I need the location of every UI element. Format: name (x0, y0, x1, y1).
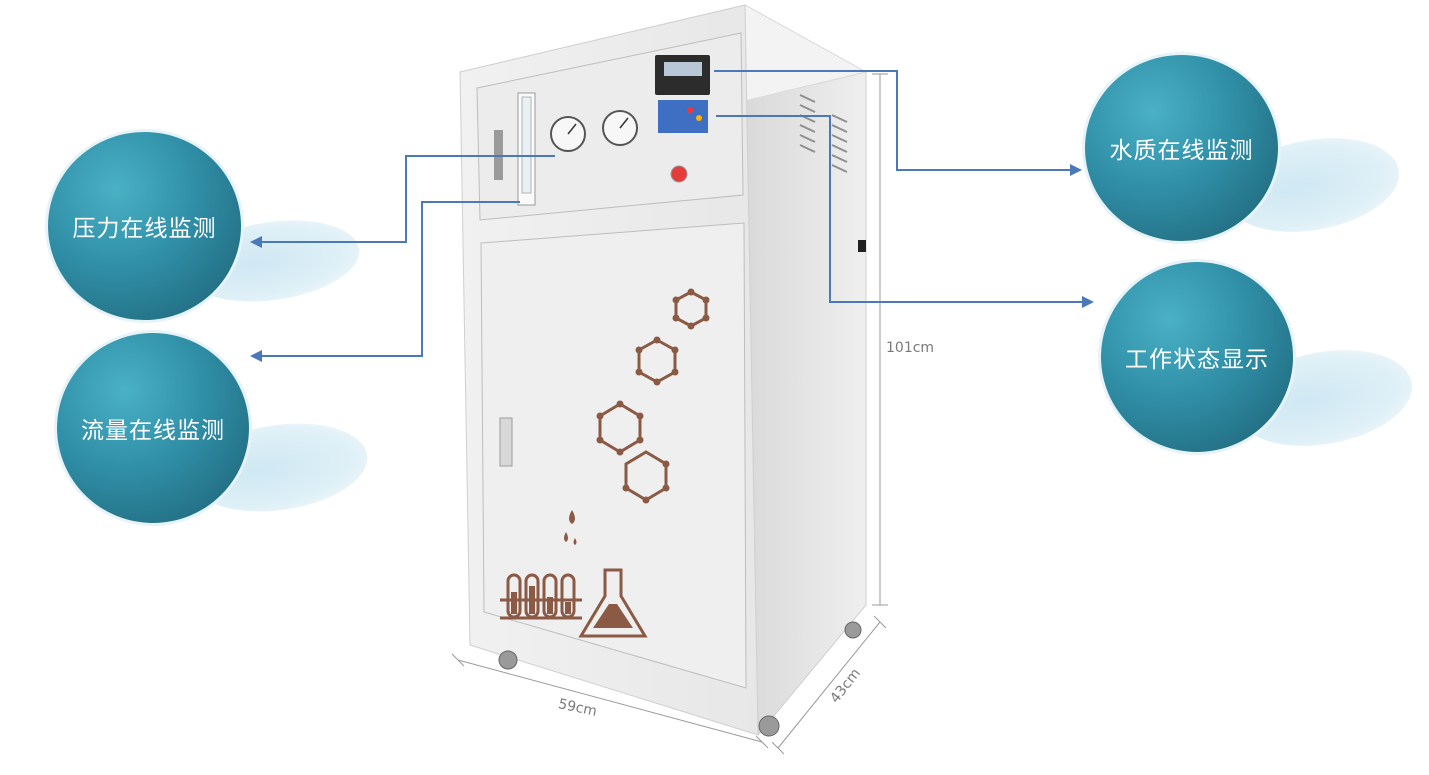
callout-pressure-label: 压力在线监测 (72, 216, 217, 242)
dimension-height: 101cm (886, 340, 935, 356)
callout-flow: 流量在线监测 (57, 333, 249, 523)
callout-pressure: 压力在线监测 (48, 132, 241, 320)
callout-work-status-label: 工作状态显示 (1125, 347, 1269, 373)
callout-work-status: 工作状态显示 (1101, 262, 1293, 452)
callout-flow-label: 流量在线监测 (81, 418, 225, 444)
callout-water-quality-label: 水质在线监测 (1109, 138, 1254, 164)
callout-water-quality: 水质在线监测 (1085, 55, 1278, 241)
